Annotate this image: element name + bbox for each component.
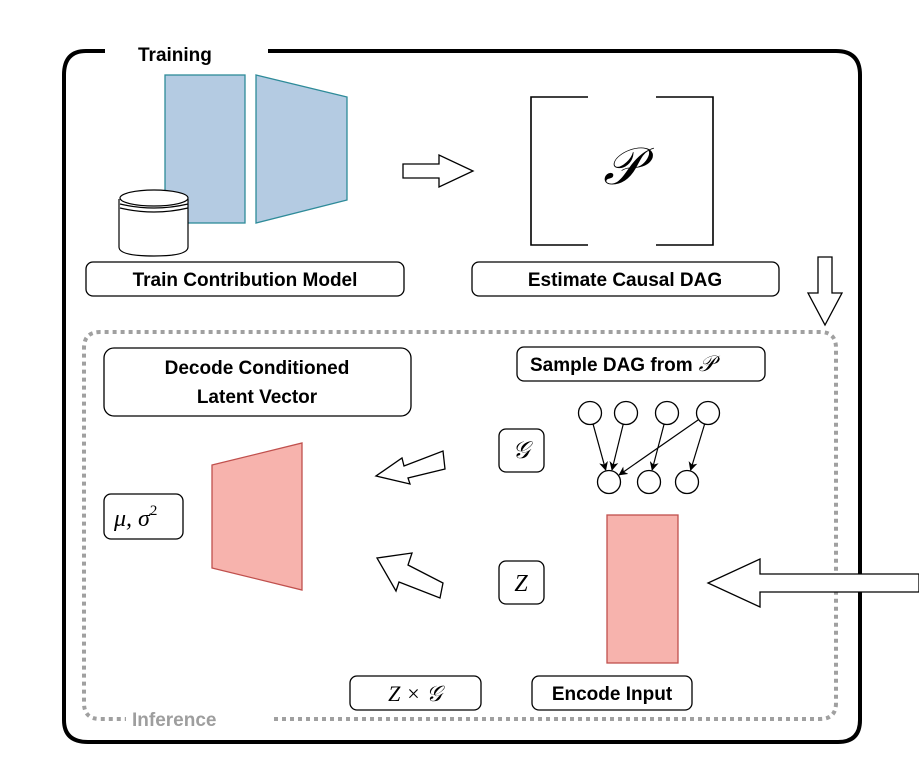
mu-sigma-superscript: 2 (150, 503, 158, 519)
inference-title: Inference (132, 710, 216, 731)
input-encoder-block (606, 514, 679, 664)
dag-edge (618, 419, 699, 476)
dag-edge (592, 423, 608, 471)
database-icon (118, 189, 189, 257)
dag-parent-node (577, 400, 603, 426)
graph-symbol: 𝒢 (512, 438, 533, 464)
dag-edge (688, 423, 706, 471)
mu-sigma-text: μ, σ (113, 506, 151, 532)
train-contribution-model-label: Train Contribution Model (133, 270, 358, 291)
decoder-block (255, 74, 348, 224)
encode-input-label: Encode Input (552, 684, 673, 705)
mu-sigma-box (103, 493, 184, 540)
left-arrow-from-graph-icon (374, 450, 446, 485)
dag-parent-node (695, 400, 721, 426)
sample-dag-text: Sample DAG from (530, 355, 693, 376)
probability-matrix: 𝒫 (530, 96, 714, 246)
decode-latent-line1: Decode Conditioned (165, 358, 350, 379)
decode-latent-box (103, 347, 412, 417)
left-arrow-from-z-icon (375, 552, 444, 599)
sample-dag-box (516, 346, 766, 382)
prob-symbol: 𝒫 (603, 139, 654, 196)
decode-latent-line2: Latent Vector (197, 387, 318, 408)
dag-child-node (596, 469, 622, 495)
dag-edge (609, 424, 624, 471)
z-symbol: Z (514, 571, 528, 597)
dag-child-node (636, 469, 662, 495)
input-arrow-icon (706, 557, 919, 609)
training-frame (62, 49, 862, 744)
train-contribution-model-box (85, 261, 405, 297)
dag-parent-node (613, 400, 639, 426)
right-arrow-icon (402, 153, 475, 189)
dag-child-node (674, 469, 700, 495)
z-times-g-label: Z × 𝒢 (388, 681, 445, 706)
dag-parent-node (654, 400, 680, 426)
graph-symbol-box (498, 428, 545, 473)
z-times-g-box (349, 675, 482, 711)
mu-sigma-label: μ, σ2 (113, 503, 157, 532)
estimate-causal-dag-label: Estimate Causal DAG (528, 270, 722, 291)
training-title: Training (138, 45, 212, 66)
encode-input-box (531, 675, 693, 711)
latent-decoder-block (211, 442, 303, 591)
z-symbol-box (498, 560, 545, 605)
estimate-causal-dag-box (471, 261, 780, 297)
down-arrow-icon (806, 256, 844, 327)
dag-edge (649, 423, 665, 471)
dag-graph (577, 400, 721, 495)
inference-frame (82, 330, 838, 721)
